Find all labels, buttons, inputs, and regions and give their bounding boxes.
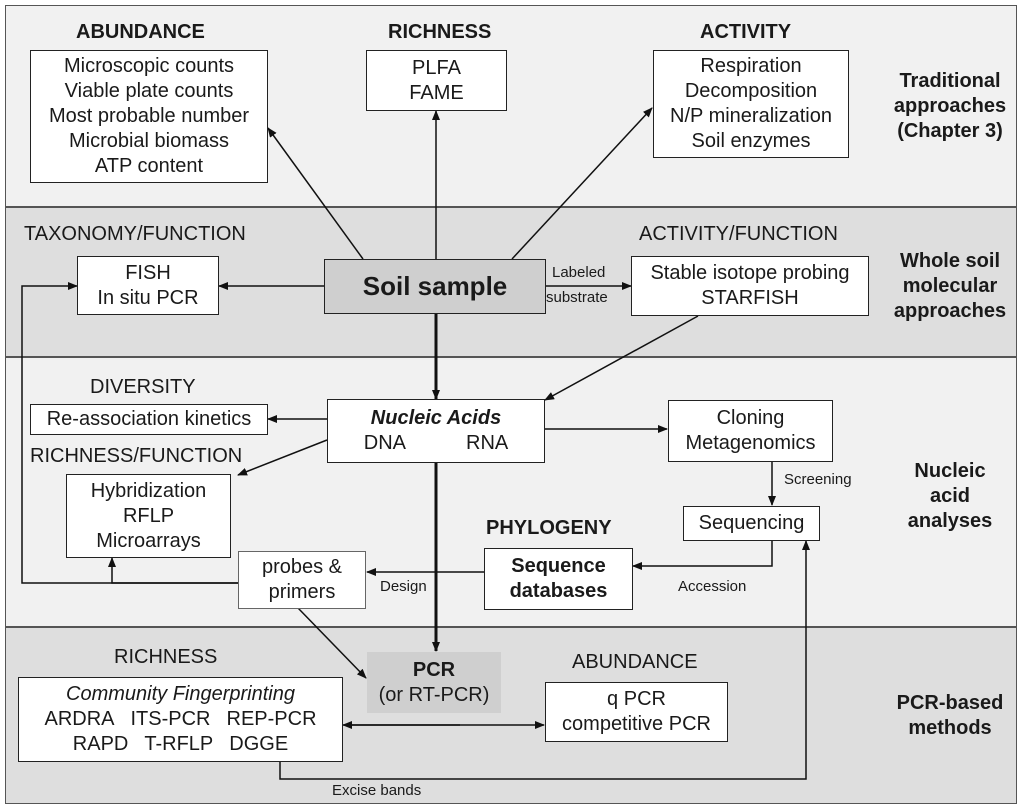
header-abundance-pcr: ABUNDANCE <box>572 651 698 673</box>
edge-probes-hybridization <box>108 557 238 584</box>
box-sequencing: Sequencing <box>683 506 820 541</box>
edge-soil-abundance <box>267 127 364 260</box>
box-pcr: PCR(or RT-PCR) <box>367 652 501 713</box>
label-design: Design <box>380 578 427 595</box>
label-excise-bands: Excise bands <box>332 782 422 799</box>
edge-sequencing-databases <box>632 541 773 570</box>
header-activity-function: ACTIVITY/FUNCTION <box>639 223 838 245</box>
edge-soil-activity <box>511 107 653 260</box>
header-richness-pcr: RICHNESS <box>114 646 218 668</box>
box-soil-sample: Soil sample <box>324 259 546 314</box>
edge-excise-bands <box>279 540 810 780</box>
header-taxonomy-function: TAXONOMY/FUNCTION <box>24 223 246 245</box>
edge-probes-pcr <box>297 607 367 679</box>
edge-stable-isotope-nucleic <box>544 315 699 401</box>
box-probes-primers: probes &primers <box>238 551 366 609</box>
box-reassociation: Re-association kinetics <box>30 404 268 435</box>
label-substrate: substrate <box>546 289 608 306</box>
header-abundance: ABUNDANCE <box>76 21 205 43</box>
header-activity: ACTIVITY <box>700 21 792 43</box>
header-richness: RICHNESS <box>388 21 492 43</box>
edge-nucleic-hybridization <box>237 439 328 476</box>
header-diversity: DIVERSITY <box>90 376 196 398</box>
label-labeled: Labeled <box>552 264 606 281</box>
header-phylogeny: PHYLOGENY <box>486 517 612 539</box>
label-screening: Screening <box>784 471 852 488</box>
header-richness-function: RICHNESS/FUNCTION <box>30 445 243 467</box>
label-accession: Accession <box>678 578 747 595</box>
